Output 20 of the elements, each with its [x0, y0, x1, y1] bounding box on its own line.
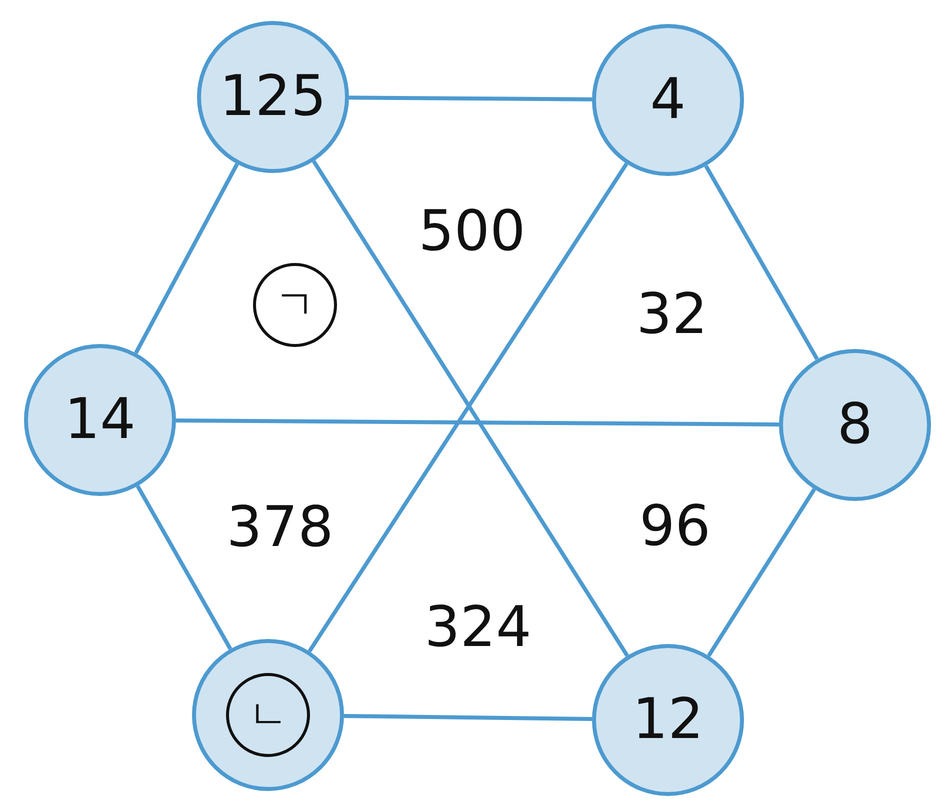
node-text: 12 [632, 692, 704, 748]
connector-line [136, 485, 232, 650]
triangle-number: 378 [226, 500, 334, 556]
node-text: ㄴ [248, 695, 288, 735]
connector-line [704, 164, 819, 360]
circled-letter [226, 673, 310, 757]
connector-line [134, 163, 239, 354]
triangle-number: 324 [424, 600, 532, 656]
node-text: 4 [650, 72, 686, 128]
node-text: 14 [64, 392, 136, 448]
node-text: 8 [837, 397, 873, 453]
node-text: ㄱ [275, 285, 315, 325]
connector-line [707, 488, 816, 657]
connector-line [176, 418, 780, 426]
node-text: 125 [220, 69, 326, 125]
triangle-number: 96 [639, 499, 711, 555]
connector-line [344, 714, 592, 722]
connector-line [348, 96, 592, 102]
triangle-number: 500 [418, 204, 526, 260]
triangle-number: 32 [636, 287, 708, 343]
